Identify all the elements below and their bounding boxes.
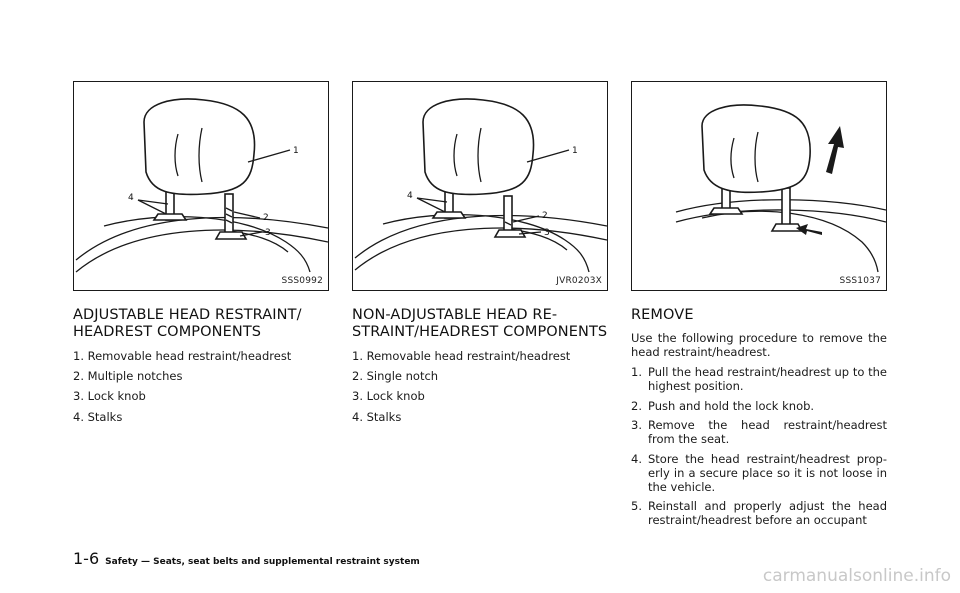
head-restraint-illustration: 1 2 3 4 <box>75 98 328 273</box>
section-heading: ADJUSTABLE HEAD RESTRAINT/ HEADREST COMP… <box>73 307 302 340</box>
figure-remove-head-restraint: SSS1037 <box>631 81 887 291</box>
procedure-steps: 1.Pull the head restraint/headrest up to… <box>631 365 887 527</box>
section-heading: NON-ADJUSTABLE HEAD RE- STRAINT/HEADREST… <box>352 307 608 340</box>
watermark: carmanualsonline.info <box>762 566 951 586</box>
list-item: 3. Lock knob <box>73 389 146 404</box>
head-restraint-removal-illustration <box>675 104 886 273</box>
list-item: 5.Reinstall and properly adjust the head… <box>631 499 887 527</box>
figure-code: JVR0203X <box>556 276 602 286</box>
page-number: 1-6 <box>73 549 100 568</box>
list-item: 4. Stalks <box>73 409 123 424</box>
callout-3: 3 <box>544 228 550 238</box>
list-item: 1.Pull the head restraint/headrest up to… <box>631 365 887 393</box>
figure-non-adjustable-head-restraint: 1 2 3 4 JVR0203X <box>352 81 608 291</box>
list-item: 2. Single notch <box>352 369 439 384</box>
list-item: 1. Removable head restraint/headrest <box>73 349 292 363</box>
figure-adjustable-head-restraint: 1 2 3 4 SSS0992 <box>73 81 329 291</box>
component-list: 1. Removable head restraint/headrest 2. … <box>352 349 608 424</box>
callout-3: 3 <box>265 228 271 238</box>
figure-code: SSS0992 <box>281 276 323 286</box>
list-item: 4.Store the head restraint/headrest prop… <box>631 451 887 494</box>
callout-1: 1 <box>293 146 299 156</box>
component-list: 1. Removable head restraint/headrest 2. … <box>73 349 329 424</box>
column-non-adjustable: 1 2 3 4 JVR0203X NON-ADJUSTABLE HEAD RE-… <box>352 81 608 430</box>
head-restraint-illustration: 1 2 3 4 <box>354 98 607 273</box>
callout-4: 4 <box>128 193 134 203</box>
list-item: 2. Multiple notches <box>73 369 183 384</box>
callout-2: 2 <box>542 211 548 221</box>
intro-text: Use the following procedure to remove th… <box>631 331 887 359</box>
section-heading: REMOVE <box>631 307 694 323</box>
list-item: 3. Lock knob <box>352 389 425 404</box>
list-item: 3.Remove the head restraint/headrest fro… <box>631 418 887 446</box>
column-remove: SSS1037 REMOVE Use the following procedu… <box>631 81 887 533</box>
figure-code: SSS1037 <box>839 276 881 286</box>
callout-4: 4 <box>407 191 413 201</box>
footer-title: Safety — Seats, seat belts and supplemen… <box>105 557 420 567</box>
page-footer: 1-6 Safety — Seats, seat belts and suppl… <box>73 549 420 568</box>
column-adjustable: 1 2 3 4 SSS0992 ADJUSTABLE HEAD RESTRAIN… <box>73 81 329 430</box>
callout-2: 2 <box>263 213 269 223</box>
list-item: 1. Removable head restraint/headrest <box>352 349 571 363</box>
list-item: 4. Stalks <box>352 409 402 424</box>
callout-1: 1 <box>572 146 578 156</box>
list-item: 2.Push and hold the lock knob. <box>631 398 815 413</box>
